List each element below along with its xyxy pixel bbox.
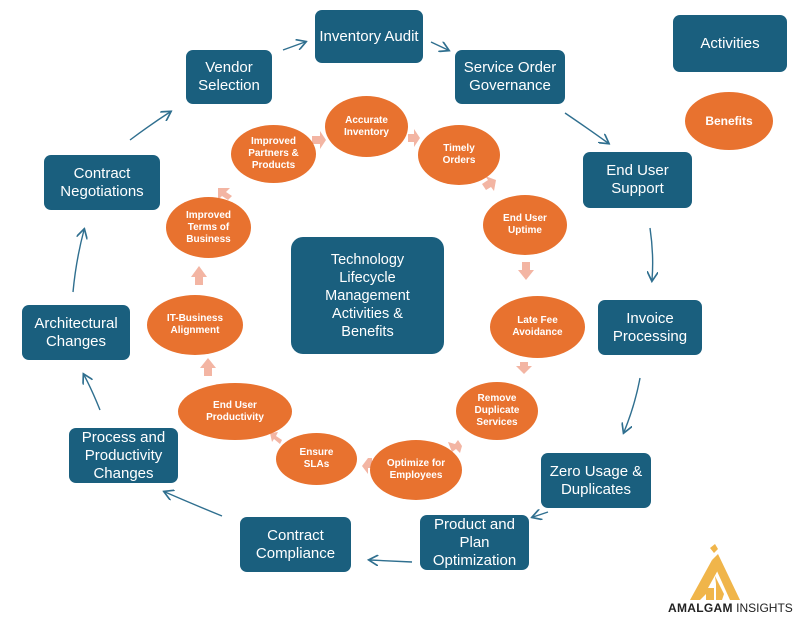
benefit-end-user-productivity: End User Productivity (178, 383, 292, 440)
activity-inventory-audit: Inventory Audit (315, 10, 423, 63)
activity-contract-negotiations: Contract Negotiations (44, 155, 160, 210)
activity-zero-usage-duplicates: Zero Usage & Duplicates (541, 453, 651, 508)
logo-text-light: INSIGHTS (736, 601, 793, 615)
activity-vendor-selection: Vendor Selection (186, 50, 272, 104)
activity-architectural-changes: Architectural Changes (22, 305, 130, 360)
activity-flow-arrows (72, 42, 653, 562)
activity-invoice-processing: Invoice Processing (598, 300, 702, 355)
benefit-improved-partners-products: Improved Partners & Products (231, 125, 316, 183)
logo-text: AMALGAM INSIGHTS (668, 601, 793, 615)
activity-product-plan-optimization: Product and Plan Optimization (420, 515, 529, 570)
benefit-end-user-uptime: End User Uptime (483, 195, 567, 255)
activity-end-user-support: End User Support (583, 152, 692, 208)
amalgam-logo-icon (690, 544, 740, 600)
benefit-remove-duplicate-services: Remove Duplicate Services (456, 382, 538, 440)
center-title: Technology Lifecycle Management Activiti… (291, 237, 444, 354)
benefit-it-business-alignment: IT-Business Alignment (147, 295, 243, 355)
benefit-flow-arrows (191, 129, 534, 474)
benefit-late-fee-avoidance: Late Fee Avoidance (490, 296, 585, 358)
activity-process-productivity-changes: Process and Productivity Changes (69, 428, 178, 483)
benefit-optimize-for-employees: Optimize for Employees (370, 440, 462, 500)
benefit-improved-terms-of-business: Improved Terms of Business (166, 197, 251, 258)
benefit-accurate-inventory: Accurate Inventory (325, 96, 408, 157)
benefit-timely-orders: Timely Orders (418, 125, 500, 185)
benefit-ensure-slas: Ensure SLAs (276, 433, 357, 485)
legend-benefits: Benefits (685, 92, 773, 150)
legend-activities: Activities (673, 15, 787, 72)
activity-service-order-governance: Service Order Governance (455, 50, 565, 104)
activity-contract-compliance: Contract Compliance (240, 517, 351, 572)
logo-text-bold: AMALGAM (668, 601, 733, 615)
